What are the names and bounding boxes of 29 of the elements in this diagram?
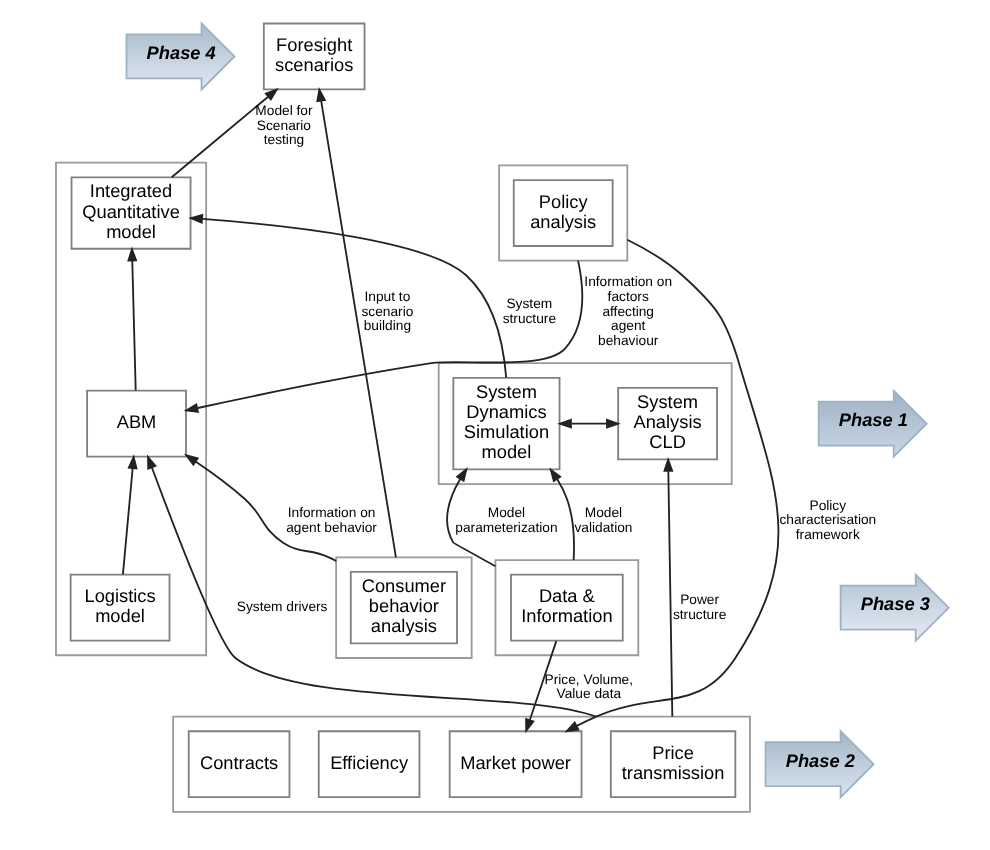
arrow xyxy=(188,213,508,379)
arrow xyxy=(170,87,279,179)
arrow xyxy=(549,467,575,561)
arrow xyxy=(127,246,138,392)
arrow xyxy=(564,238,780,733)
node-box: Foresight scenarios xyxy=(262,22,366,91)
node-box: Price transmission xyxy=(609,730,737,799)
arrow xyxy=(147,454,598,718)
cluster xyxy=(494,559,640,657)
arrow xyxy=(316,87,397,559)
node-box: Consumer behavior analysis xyxy=(349,571,458,645)
node-box: Efficiency xyxy=(317,730,421,799)
arrow xyxy=(122,454,138,576)
node-box: Logistics model xyxy=(69,573,171,642)
node-box: System Analysis CLD xyxy=(617,387,718,461)
node-box: ABM xyxy=(86,389,187,458)
node-box: Policy analysis xyxy=(512,179,614,247)
node-box: Market power xyxy=(448,730,583,799)
cluster xyxy=(498,164,629,262)
node-box: System Dynamics Simulation model xyxy=(452,376,561,471)
arrow xyxy=(663,457,674,718)
node-box: Data & Information xyxy=(510,573,624,642)
arrow xyxy=(184,453,338,562)
cluster xyxy=(335,556,473,659)
arrow xyxy=(183,259,584,413)
node-box: Contracts xyxy=(187,730,291,799)
arrow xyxy=(446,467,497,568)
node-box: Integrated Quantitative model xyxy=(70,176,192,250)
arrow xyxy=(557,418,621,429)
